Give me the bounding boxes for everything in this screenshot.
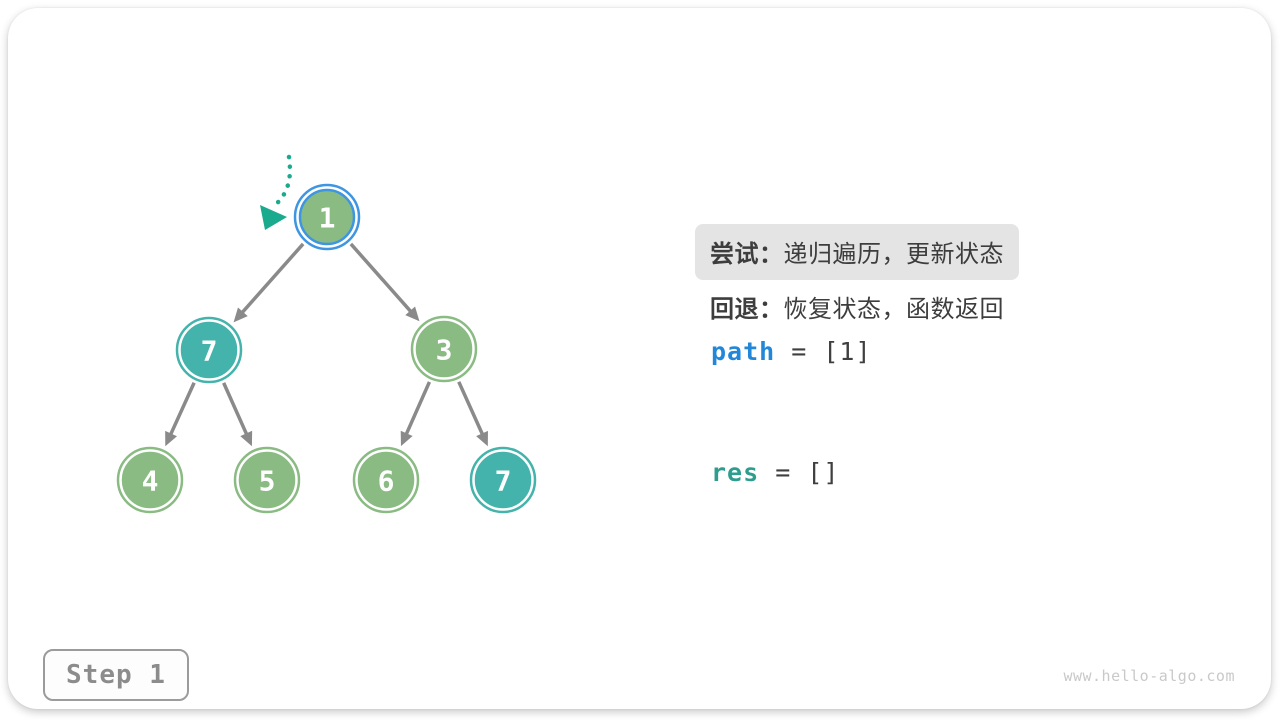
node-circle: [474, 451, 532, 509]
node-circle: [415, 320, 473, 378]
step-badge-label: Step 1: [66, 660, 166, 690]
tree-edge: [238, 242, 305, 317]
step-badge: Step 1: [43, 649, 189, 701]
legend-try: 尝试：递归遍历，更新状态: [695, 224, 1019, 280]
res-variable-line: res = []: [711, 458, 839, 487]
legend-backtrack: 回退：恢复状态，函数返回: [710, 289, 1004, 324]
path-variable-name: path: [711, 337, 776, 366]
tree-node-1: 1: [293, 183, 361, 251]
tree-edge-arrowhead: [165, 430, 177, 447]
binary-tree-diagram: 1 7 3 4 5 6 7: [116, 154, 537, 514]
node-circle: [180, 321, 238, 379]
node-outer-ring: [469, 446, 537, 514]
node-value-label: 3: [436, 334, 453, 367]
legend-try-text: 递归遍历，更新状态: [783, 241, 1004, 268]
tree-edge: [403, 381, 432, 438]
tree-edge: [222, 382, 250, 438]
tree-node-7: 7: [175, 316, 243, 384]
watermark-url: www.hello-algo.com: [1063, 667, 1235, 685]
tree-edge-arrowhead: [400, 430, 413, 447]
tree-edge-arrowhead: [240, 430, 253, 447]
node-outer-ring: [410, 315, 478, 383]
node-circle: [238, 451, 296, 509]
tree-node-6: 6: [352, 446, 420, 514]
tree-edge-arrowhead: [233, 307, 248, 323]
tree-edge: [167, 382, 196, 438]
node-circle: [121, 451, 179, 509]
path-variable-value: = [1]: [791, 337, 872, 366]
legend-backtrack-label: 回退：: [710, 296, 784, 323]
node-value-label: 7: [201, 335, 218, 368]
node-value-label: 5: [259, 465, 276, 498]
node-value-label: 4: [142, 465, 159, 498]
node-outer-ring: [233, 446, 301, 514]
tree-edge-arrowhead: [405, 306, 420, 322]
current-node-pointer-arrow: [260, 154, 293, 230]
tree-edge: [349, 242, 415, 315]
node-value-label: 6: [378, 465, 395, 498]
legend-try-label: 尝试：: [710, 241, 784, 268]
tree-nodes: 1 7 3 4 5 6 7: [116, 183, 537, 514]
node-outer-ring: [116, 446, 184, 514]
node-value-label: 7: [495, 465, 512, 498]
res-variable-name: res: [711, 458, 760, 487]
res-variable-value: = []: [775, 458, 840, 487]
node-circle: [357, 451, 415, 509]
tree-edge-arrowhead: [476, 430, 488, 447]
legend-backtrack-text: 恢复状态，函数返回: [783, 296, 1004, 323]
pointer-arrowhead: [260, 205, 287, 230]
tree-node-7: 7: [469, 446, 537, 514]
tree-edge: [457, 381, 486, 438]
node-outer-ring: [352, 446, 420, 514]
figure-card: 1 7 3 4 5 6 7 尝试：递归遍历，更新状态 回退：恢复状态，函数返回 path =…: [8, 8, 1271, 709]
tree-node-3: 3: [410, 315, 478, 383]
node-value-label: 1: [319, 202, 336, 235]
tree-node-4: 4: [116, 446, 184, 514]
path-variable-line: path = [1]: [711, 337, 872, 366]
pointer-dotted-line: [271, 154, 293, 209]
node-outer-ring: [293, 183, 361, 251]
tree-edges: [165, 242, 488, 447]
node-outer-ring: [175, 316, 243, 384]
node-circle: [298, 188, 356, 246]
tree-node-5: 5: [233, 446, 301, 514]
